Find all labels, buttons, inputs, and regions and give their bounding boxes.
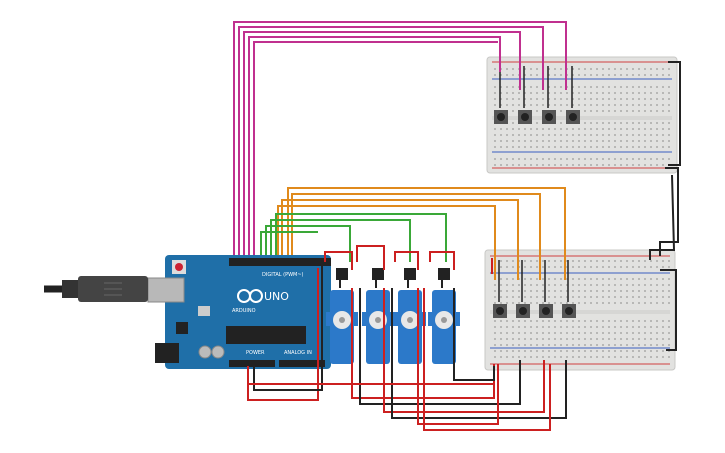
analog-header-label: ANALOG IN [284,350,312,356]
arduino-uno-board: UNO ARDUINO DIGITAL (PWM~) POWER ANALOG … [147,255,331,369]
power-header-label: POWER [246,350,265,356]
pushbutton-icon[interactable] [542,110,556,124]
pushbutton-icon[interactable] [494,110,508,124]
pushbutton-icon[interactable] [516,304,530,318]
servo-motor-icon [428,268,460,364]
pushbutton-icon[interactable] [566,110,580,124]
servo-motor-icon [362,268,394,364]
pushbutton-icon[interactable] [562,304,576,318]
servo-motor-icon [326,268,358,364]
wires-green [260,213,447,262]
wires-bottom [247,262,567,431]
digital-header-label: DIGITAL (PWM~) [262,272,304,278]
pushbutton-icon[interactable] [518,110,532,124]
breadboard-top [486,56,678,174]
pushbutton-icon[interactable] [493,304,507,318]
rail-jumpers [649,61,681,351]
board-logo-text: ARDUINO [232,308,256,314]
arduino-logo-icon [237,289,263,303]
wires-magenta [233,21,567,262]
usb-cable-icon [44,276,148,302]
breadboard-bottom [484,249,676,371]
pushbutton-icon[interactable] [539,304,553,318]
servo-leads [324,245,455,288]
servo-motor-icon [394,268,426,364]
board-brand: UNO [264,290,289,303]
